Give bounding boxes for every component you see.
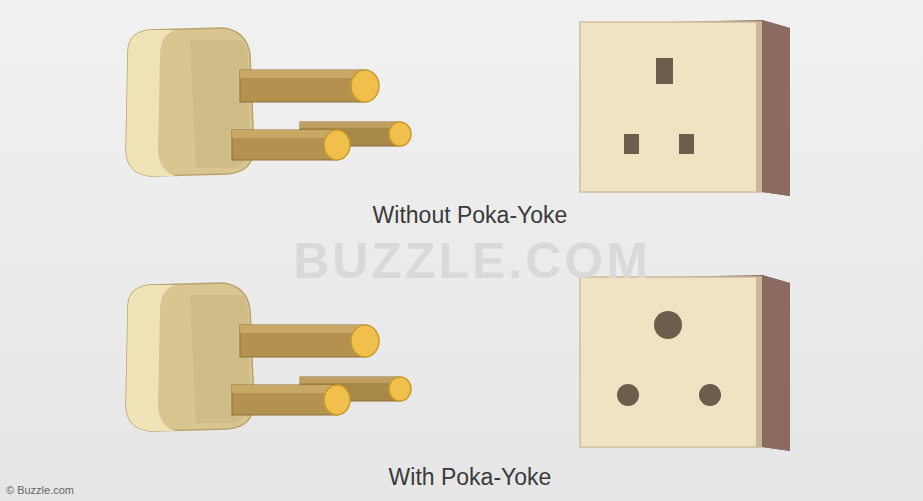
- copyright-note: © Buzzle.com: [6, 484, 74, 496]
- caption-label: Without Poka-Yoke: [373, 202, 568, 229]
- watermark: BUZZLE.COM: [293, 232, 651, 290]
- caption-label: With Poka-Yoke: [389, 464, 552, 491]
